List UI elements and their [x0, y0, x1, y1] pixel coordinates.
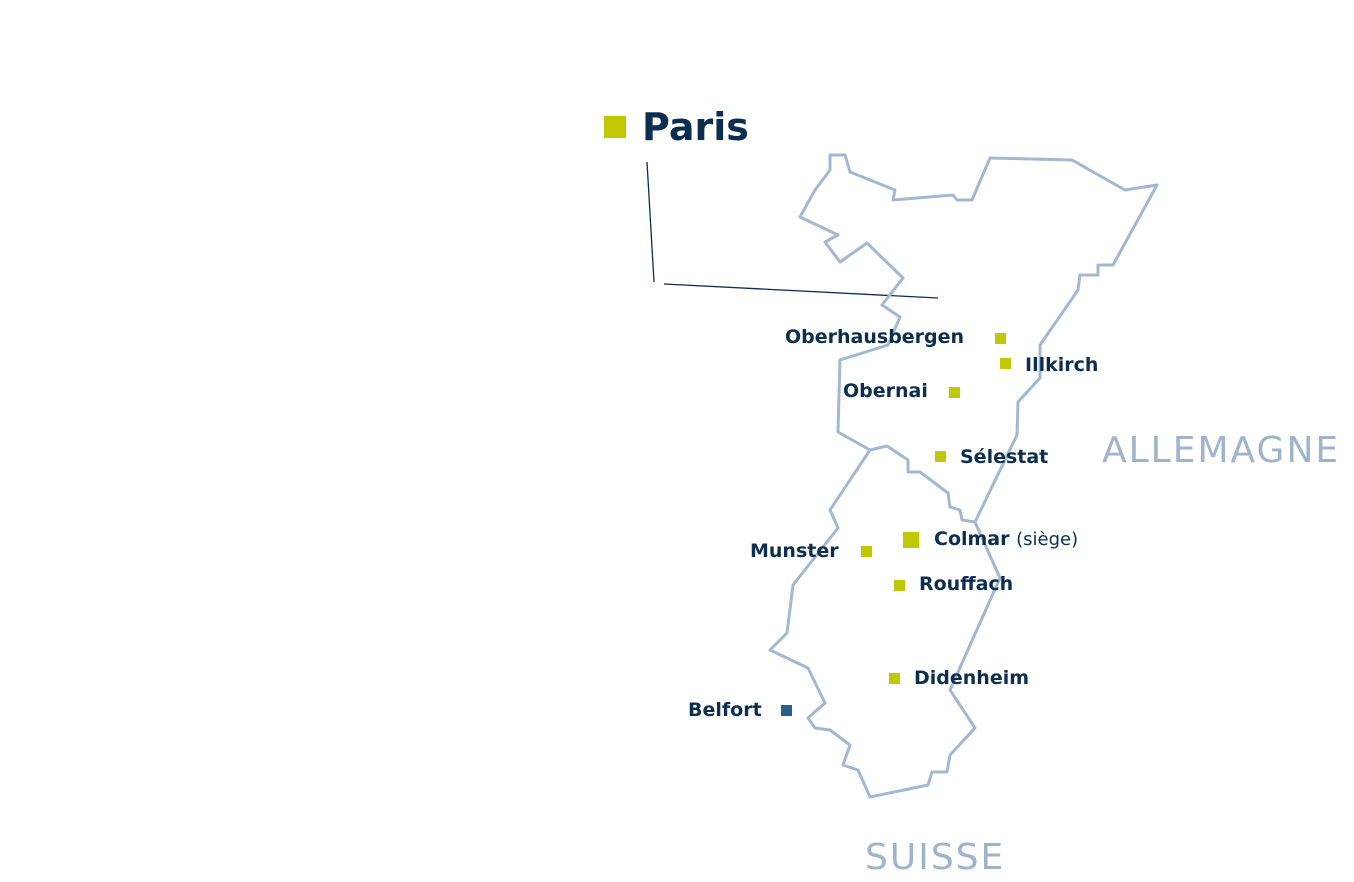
region-outline	[768, 153, 1159, 799]
city-label-belfort: Belfort	[688, 699, 762, 721]
selestat-marker	[935, 451, 946, 462]
city-label-selestat: Sélestat	[960, 446, 1049, 468]
country-label-germany: ALLEMAGNE	[1102, 430, 1341, 471]
paris-connector-line	[646, 161, 655, 283]
oberhausbergen-marker	[995, 333, 1006, 344]
paris-connector-line-horizontal	[663, 283, 939, 299]
colmar-note: (siège)	[1016, 529, 1079, 550]
country-label-switzerland: SUISSE	[865, 837, 1006, 878]
city-label-illkirch: Illkirch	[1025, 354, 1099, 376]
munster-marker	[861, 546, 872, 557]
city-label-didenheim: Didenheim	[914, 667, 1030, 689]
colmar-name: Colmar	[934, 528, 1010, 550]
city-label-rouffach: Rouffach	[919, 573, 1014, 595]
colmar-marker	[903, 532, 919, 548]
paris-marker	[604, 116, 626, 138]
illkirch-marker	[1000, 358, 1011, 369]
obernai-marker	[949, 387, 960, 398]
city-label-paris: Paris	[642, 105, 749, 149]
didenheim-marker	[889, 673, 900, 684]
city-label-colmar: Colmar (siège)	[934, 530, 1078, 549]
city-label-munster: Munster	[750, 540, 839, 562]
city-label-obernai: Obernai	[843, 380, 928, 402]
city-label-oberhausbergen: Oberhausbergen	[785, 326, 965, 348]
rouffach-marker	[894, 580, 905, 591]
belfort-marker	[781, 705, 792, 716]
department-border	[869, 444, 976, 524]
